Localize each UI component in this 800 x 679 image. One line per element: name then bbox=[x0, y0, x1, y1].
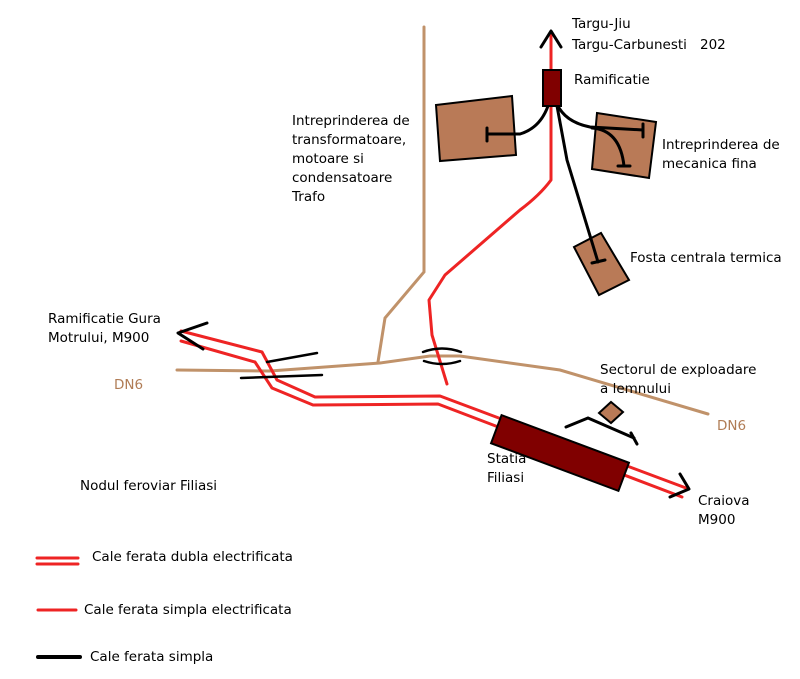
siding-mecanica-curve bbox=[590, 126, 626, 168]
map-title: Nodul feroviar Filiasi bbox=[80, 478, 218, 494]
label-trafo: Intreprinderea de transformatoare, motoa… bbox=[292, 113, 410, 205]
centrala-building bbox=[572, 231, 631, 297]
arrow-north-targu-jiu bbox=[539, 29, 563, 49]
crossings bbox=[239, 347, 463, 380]
exploadare-building bbox=[597, 400, 625, 425]
legend-label-single: Cale ferata simpla bbox=[90, 649, 214, 665]
siding-centrala bbox=[555, 104, 600, 264]
single-electrified-tracks bbox=[427, 31, 553, 386]
crossing-center-bottom bbox=[422, 359, 462, 366]
main-line-a bbox=[179, 329, 688, 490]
label-dn6-left: DN6 bbox=[114, 377, 144, 393]
mecanica-building bbox=[590, 111, 658, 180]
legend-symbols bbox=[35, 556, 82, 659]
label-km-202: 202 bbox=[700, 37, 726, 53]
label-targu-jiu: Targu-Jiu bbox=[572, 16, 631, 32]
ramificatie-block bbox=[542, 69, 562, 107]
label-gura-motrului: Ramificatie Gura Motrului, M900 bbox=[48, 311, 161, 346]
label-ramificatie: Ramificatie bbox=[574, 72, 650, 88]
trafo-building bbox=[434, 94, 518, 163]
label-mecanica: Intreprinderea de mecanica fina bbox=[662, 137, 780, 172]
siding-mecanica bbox=[555, 102, 645, 132]
main-line-b bbox=[179, 339, 684, 499]
dn6-road bbox=[175, 354, 710, 416]
north-road bbox=[376, 25, 426, 364]
label-craiova: Craiova M900 bbox=[698, 493, 750, 528]
siding-exploadare-stop bbox=[629, 431, 639, 446]
siding-trafo bbox=[485, 104, 550, 136]
roads bbox=[175, 25, 710, 416]
double-electrified-tracks bbox=[179, 329, 688, 499]
legend-label-double-electrified: Cale ferata dubla electrificata bbox=[92, 549, 293, 565]
label-centrala: Fosta centrala termica bbox=[630, 250, 782, 266]
line-targu-jiu bbox=[427, 31, 553, 386]
arrow-craiova bbox=[668, 472, 691, 499]
crossing-west-top bbox=[265, 351, 319, 364]
statia-filiasi-platform bbox=[489, 413, 631, 493]
label-exploadare: Sectorul de exploadare a lemnului bbox=[600, 362, 757, 397]
label-dn6-right: DN6 bbox=[717, 418, 747, 434]
siding-exploadare bbox=[564, 416, 636, 440]
legend-label-single-electrified: Cale ferata simpla electrificata bbox=[84, 602, 292, 618]
label-statia-filiasi: Statia Filiasi bbox=[487, 451, 527, 486]
label-targu-carbunesti: Targu-Carbunesti bbox=[572, 37, 687, 53]
crossing-center-top bbox=[421, 347, 463, 354]
crossing-west-bottom bbox=[239, 373, 324, 380]
simple-tracks bbox=[485, 102, 645, 446]
siding-centrala-stop bbox=[590, 258, 607, 265]
arrow-gura-motrului bbox=[176, 321, 209, 351]
